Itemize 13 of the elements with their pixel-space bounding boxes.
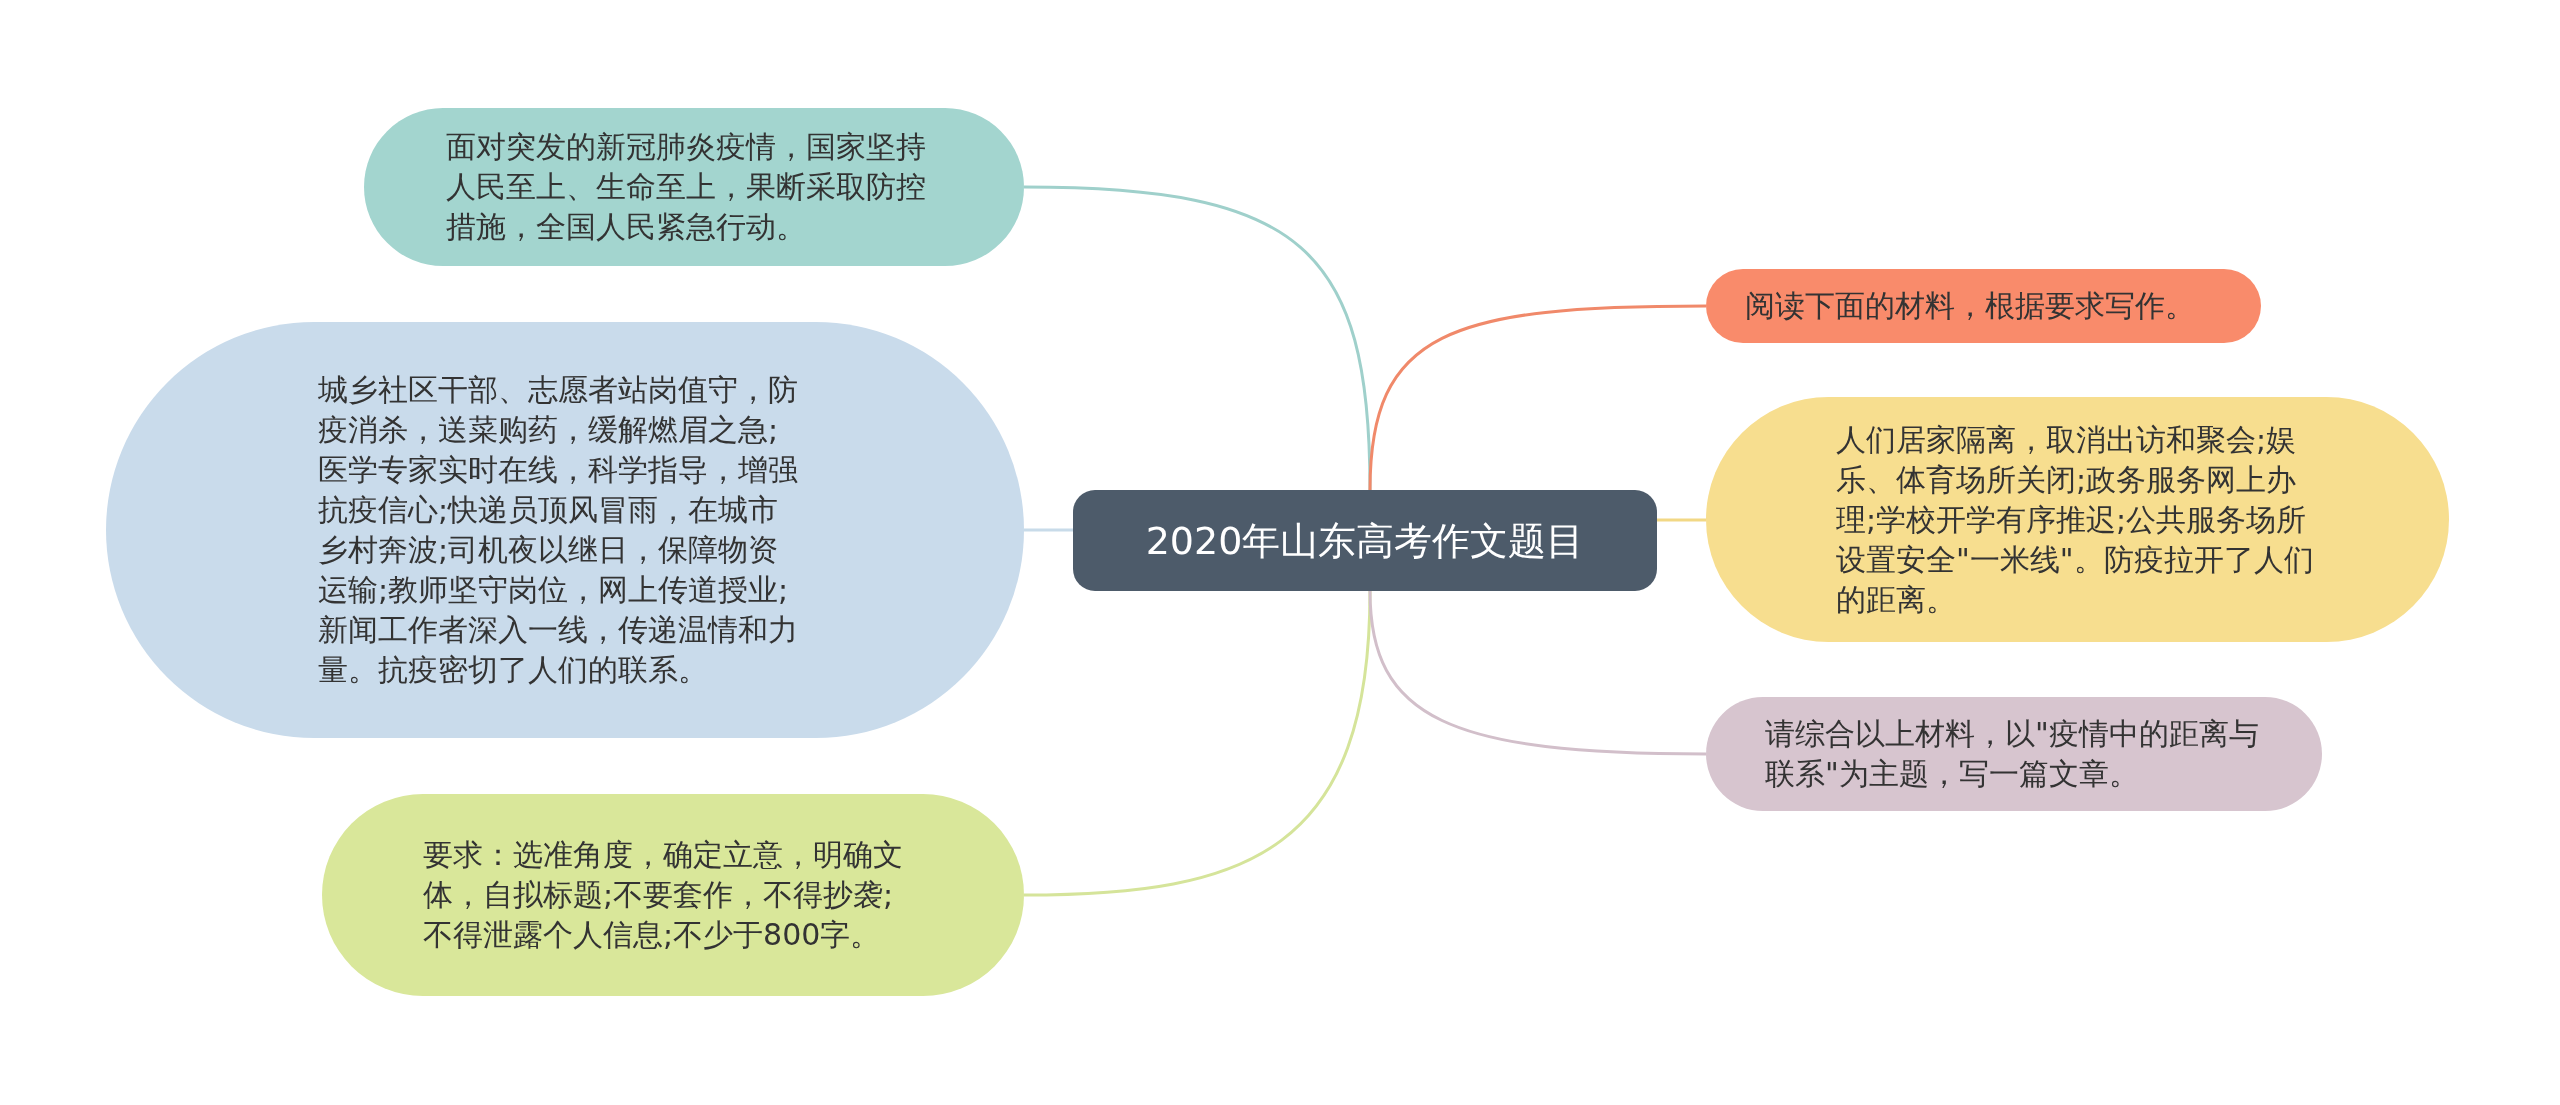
topic-bubble: 人们居家隔离，取消出访和聚会;娱乐、体育场所关闭;政务服务网上办理;学校开学有序推迟;公共服务场所设置安全"一米线"。防疫拉开了人们的距离。 xyxy=(1706,397,2449,642)
topic-bubble: 面对突发的新冠肺炎疫情，国家坚持人民至上、生命至上，果断采取防控措施，全国人民紧急行动。 xyxy=(364,108,1024,266)
connector-line xyxy=(1024,528,1073,532)
connector-line xyxy=(1368,590,1707,756)
topic-bubble: 城乡社区干部、志愿者站岗值守，防疫消杀，送菜购药，缓解燃眉之急;医学专家实时在线，科学指导，增强抗疫信心;快递员顶风冒雨，在城市乡村奔波;司机夜以继日，保障物资运输;教师坚守岗位，网上传道授业;新闻工作者深入一线，传递温情和力量。抗疫密切了人们的联系。 xyxy=(106,322,1024,738)
central-topic-box: 2020年山东高考作文题目 xyxy=(1073,490,1657,591)
connector-line xyxy=(1368,304,1706,491)
topic-bubble: 请综合以上材料，以"疫情中的距离与联系"为主题，写一篇文章。 xyxy=(1706,697,2322,811)
topic-bubble: 要求：选准角度，确定立意，明确文体，自拟标题;不要套作，不得抄袭;不得泄露个人信息;不少于800字。 xyxy=(322,794,1024,996)
connector-line xyxy=(1657,518,1706,522)
topic-bubble: 阅读下面的材料，根据要求写作。 xyxy=(1706,269,2261,343)
connector-line xyxy=(1023,590,1372,897)
connector-line xyxy=(1023,185,1372,491)
